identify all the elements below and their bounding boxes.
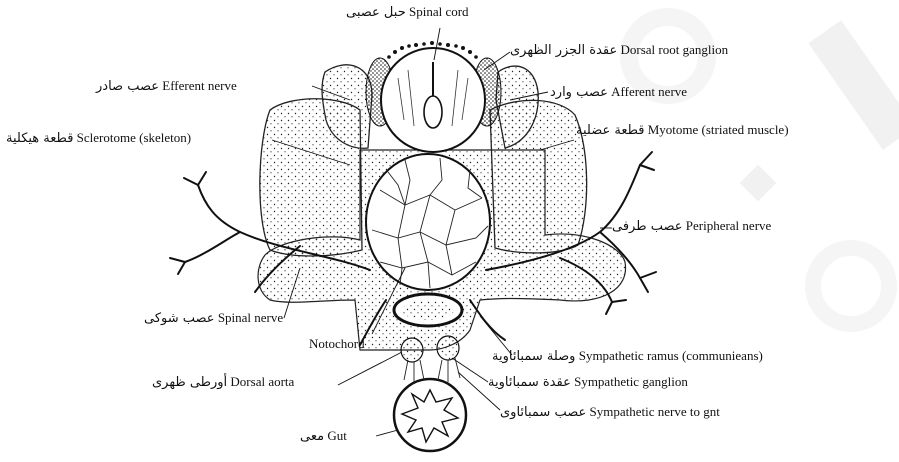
label-afferent-nerve: عصب وارد Afferent nerve (550, 84, 687, 100)
label-sympathetic-ganglion: عقدة سمبائاوية Sympathetic ganglion (488, 374, 688, 390)
label-dorsal-aorta: أورطى ظهرى Dorsal aorta (152, 374, 294, 390)
label-dorsal-root-ganglion-ar: عقدة الجزر الظهرى (510, 43, 617, 58)
leader-sympathetic-ganglion (452, 358, 488, 382)
label-spinal-cord-en: Spinal cord (409, 4, 469, 19)
label-dorsal-root-ganglion: عقدة الجزر الظهرى Dorsal root ganglion (510, 42, 728, 58)
label-efferent-nerve: عصب صادر Efferent nerve (96, 78, 237, 94)
label-myotome-ar: قطعة عضلية (576, 123, 644, 138)
label-dorsal-aorta-ar: أورطى ظهرى (152, 375, 227, 390)
label-afferent-nerve-en: Afferent nerve (611, 84, 687, 99)
label-spinal-nerve-ar: عصب شوكى (144, 311, 215, 326)
label-peripheral-nerve: عصب طرفى Peripheral nerve (612, 218, 771, 234)
label-myotome-en: Myotome (striated muscle) (648, 122, 789, 137)
label-sympathetic-ramus-ar: وصلة سمبائاوية (492, 349, 575, 364)
leader-dorsal-aorta (338, 352, 402, 385)
label-peripheral-nerve-ar: عصب طرفى (612, 219, 683, 234)
label-sympathetic-ramus-en: Sympathetic ramus (communieans) (579, 348, 763, 363)
label-sclerotome: قطعة هيكلية Sclerotome (skeleton) (6, 130, 191, 146)
label-dorsal-root-ganglion-en: Dorsal root ganglion (620, 42, 728, 57)
label-spinal-nerve: عصب شوكى Spinal nerve (144, 310, 283, 326)
label-sclerotome-en: Sclerotome (skeleton) (77, 130, 191, 145)
leader-gut (376, 430, 398, 436)
label-sympathetic-ganglion-ar: عقدة سمبائاوية (488, 375, 571, 390)
label-sympathetic-ganglion-en: Sympathetic ganglion (574, 374, 688, 389)
label-sympathetic-ramus: وصلة سمبائاوية Sympathetic ramus (commun… (492, 348, 763, 364)
sympathetic-ganglion-right (437, 336, 459, 360)
sympathetic-ganglion-left (401, 338, 423, 362)
label-spinal-cord: حبل عصبى Spinal cord (346, 4, 469, 20)
sympathetic-ramus (470, 300, 505, 340)
label-efferent-nerve-en: Efferent nerve (162, 78, 236, 93)
label-dorsal-aorta-en: Dorsal aorta (230, 374, 294, 389)
label-sclerotome-ar: قطعة هيكلية (6, 131, 73, 146)
label-sympathetic-nerve-to-gut: عصب سمبائاوى Sympathetic nerve to gnt (500, 404, 720, 420)
label-gut: معى Gut (300, 428, 347, 444)
label-spinal-cord-ar: حبل عصبى (346, 5, 406, 20)
label-gut-ar: معى (300, 429, 324, 444)
label-sympathetic-nerve-to-gut-en: Sympathetic nerve to gnt (590, 404, 720, 419)
label-sympathetic-nerve-to-gut-ar: عصب سمبائاوى (500, 405, 586, 420)
label-spinal-nerve-en: Spinal nerve (218, 310, 283, 325)
label-myotome: قطعة عضلية Myotome (striated muscle) (576, 122, 789, 138)
label-peripheral-nerve-en: Peripheral nerve (686, 218, 772, 233)
label-afferent-nerve-ar: عصب وارد (550, 85, 608, 100)
label-notochord-en: Notochord (309, 336, 365, 351)
label-gut-en: Gut (327, 428, 347, 443)
label-notochord: Notochord (309, 336, 365, 351)
label-efferent-nerve-ar: عصب صادر (96, 79, 159, 94)
notochord (366, 154, 490, 290)
